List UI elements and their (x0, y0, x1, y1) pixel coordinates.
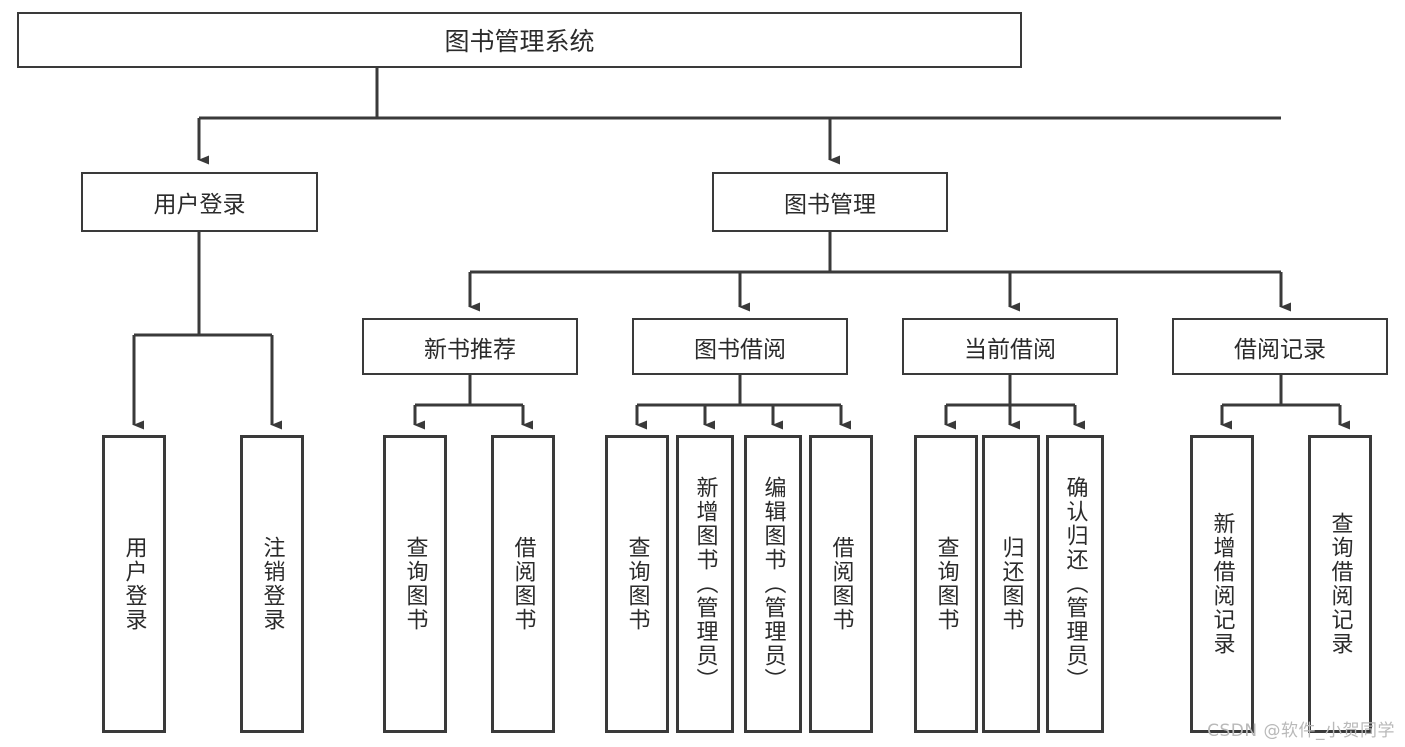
node-new-book-recommend[interactable]: 新书推荐 (362, 318, 578, 375)
leaf-current-query-book[interactable]: 查询图书 (914, 435, 978, 733)
node-book-management[interactable]: 图书管理 (712, 172, 948, 232)
node-label: 用户登录 (121, 536, 147, 632)
node-label: 查询图书 (624, 536, 650, 632)
node-label: 查询图书 (933, 536, 959, 632)
node-label: 归还图书 (998, 536, 1024, 632)
leaf-borrow-add-book-admin[interactable]: 新增图书（管理员） (676, 435, 734, 733)
node-root-system[interactable]: 图书管理系统 (17, 12, 1022, 68)
node-label: 图书管理系统 (444, 27, 595, 56)
leaf-record-query-record[interactable]: 查询借阅记录 (1308, 435, 1372, 733)
leaf-record-add-record[interactable]: 新增借阅记录 (1190, 435, 1254, 733)
leaf-user-logout[interactable]: 注销登录 (240, 435, 304, 733)
node-label: 新增图书（管理员） (692, 476, 718, 692)
node-label: 新书推荐 (424, 336, 516, 363)
leaf-borrow-borrow-book[interactable]: 借阅图书 (809, 435, 873, 733)
node-label: 新增借阅记录 (1209, 512, 1235, 656)
node-user-login[interactable]: 用户登录 (81, 172, 318, 232)
node-label: 图书借阅 (694, 336, 786, 363)
leaf-recommend-query-book[interactable]: 查询图书 (383, 435, 447, 733)
node-label: 注销登录 (259, 536, 285, 632)
node-book-borrow[interactable]: 图书借阅 (632, 318, 848, 375)
node-label: 当前借阅 (964, 336, 1056, 363)
node-label: 查询图书 (402, 536, 428, 632)
node-label: 编辑图书（管理员） (760, 476, 786, 692)
node-label: 查询借阅记录 (1327, 512, 1353, 656)
node-label: 用户登录 (153, 192, 246, 218)
leaf-borrow-edit-book-admin[interactable]: 编辑图书（管理员） (744, 435, 802, 733)
watermark: CSDN @软件_小贺同学 (1207, 721, 1395, 741)
node-borrow-record[interactable]: 借阅记录 (1172, 318, 1388, 375)
node-current-borrow[interactable]: 当前借阅 (902, 318, 1118, 375)
node-label: 确认归还（管理员） (1062, 476, 1088, 692)
leaf-recommend-borrow-book[interactable]: 借阅图书 (491, 435, 555, 733)
leaf-user-login[interactable]: 用户登录 (102, 435, 166, 733)
node-label: 图书管理 (784, 192, 876, 218)
leaf-current-confirm-return-admin[interactable]: 确认归还（管理员） (1046, 435, 1104, 733)
node-label: 借阅图书 (828, 536, 854, 632)
leaf-current-return-book[interactable]: 归还图书 (982, 435, 1040, 733)
leaf-borrow-query-book[interactable]: 查询图书 (605, 435, 669, 733)
node-label: 借阅记录 (1234, 336, 1326, 363)
node-label: 借阅图书 (510, 536, 536, 632)
